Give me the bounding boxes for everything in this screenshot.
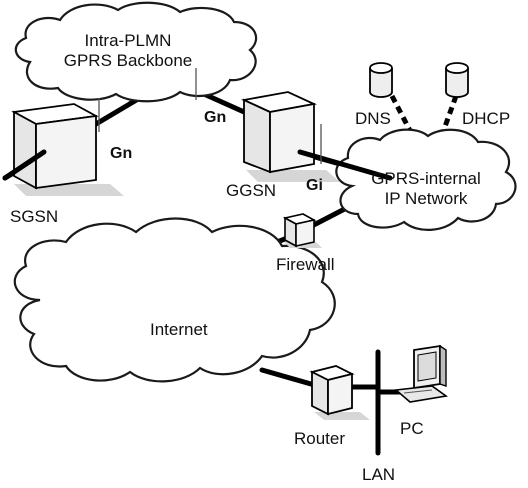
internal-network-cloud [335,128,517,231]
ggsn-label: GGSN [226,181,276,200]
interface-ticks [98,68,322,164]
dhcp-database-icon [445,62,469,98]
dhcp-label: DHCP [462,109,510,128]
dashed-links [389,94,459,148]
router-label: Router [294,429,345,448]
dns-database-icon [369,62,393,98]
sgsn-front [13,110,37,190]
link-internet-router [259,367,321,389]
gn-left-label: Gn [110,145,132,162]
pc-monitor-side [439,344,447,387]
sgsn-device [11,103,124,196]
pc-keyboard [394,385,449,403]
firewall-front [284,216,297,248]
link-dns-internal [389,94,421,148]
gn-right-label: Gn [204,109,226,126]
router-front [311,370,329,416]
router-side [327,372,353,416]
ggsn-side [269,102,315,174]
ggsn-front [243,98,271,174]
router-shadow [314,412,370,420]
internal-network-label-line2: IP Network [385,189,468,208]
gi-label: Gi [306,177,323,194]
firewall-device [282,213,322,248]
sgsn-side [35,114,97,190]
backbone-label-line1: Intra-PLMN [85,31,172,50]
backbone-label-line2: GPRS Backbone [64,51,193,70]
firewall-label: Firewall [276,255,335,274]
ggsn-device [241,91,340,182]
dns-label: DNS [355,109,391,128]
link-ggsn-out [297,149,393,181]
link-dhcp-internal [435,95,459,147]
internal-network-label-line1: GPRS-internal [371,169,481,188]
pc-label: PC [400,419,424,438]
pc-screen [417,351,437,382]
link-sgsn-edge [2,149,47,181]
pc-keys [403,389,433,394]
internet-cloud [13,217,336,383]
router-device [309,365,370,420]
lan-label: LAN [362,465,395,484]
pc-icon [394,344,449,403]
internet-label: Internet [150,320,208,339]
sgsn-label: SGSN [10,207,58,226]
firewall-side [295,219,315,247]
